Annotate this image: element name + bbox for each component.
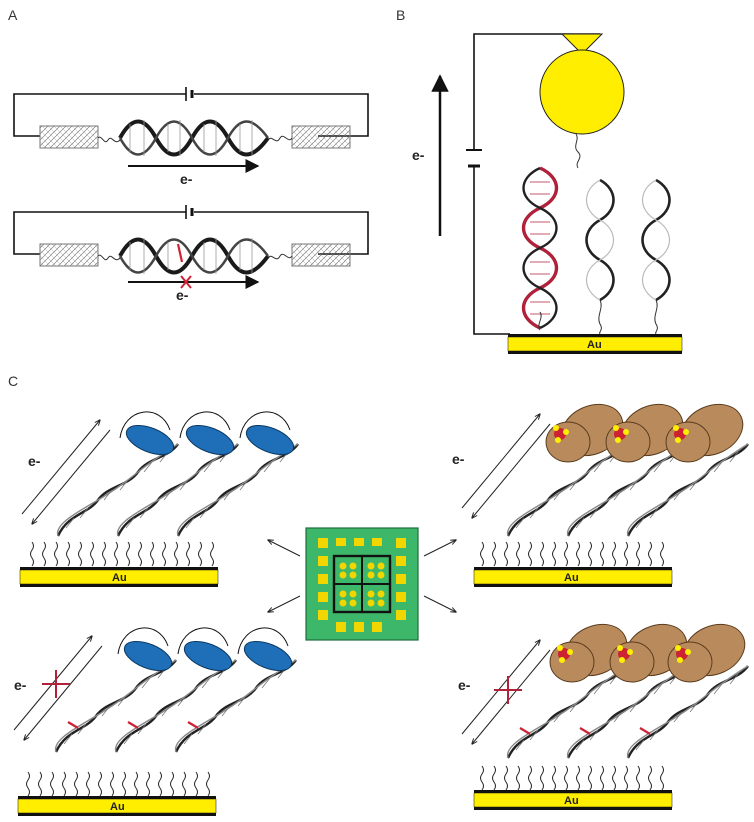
protein-blue-icon — [117, 627, 173, 672]
panel-label-b: B — [396, 7, 405, 23]
protein-tan-icon — [545, 403, 624, 463]
gold-label: Au — [564, 795, 579, 807]
panel-label-c: C — [8, 373, 18, 389]
electron-flow-arrow — [461, 640, 540, 735]
mismatch-mark — [67, 721, 199, 729]
sensor-bottom-right: e- Au — [458, 623, 750, 810]
electron-flow-arrow — [461, 414, 540, 509]
dna-single-strand — [641, 178, 671, 302]
sensor-top-left: e- Au — [19, 411, 300, 587]
protein-blue-icon — [179, 411, 235, 456]
nanotube-left — [39, 243, 99, 267]
protein-blue-icon — [237, 627, 293, 672]
gold-label: Au — [564, 572, 579, 584]
protein-blue-icon — [177, 627, 233, 672]
chip-arrow — [268, 540, 301, 557]
gold-label: Au — [110, 801, 125, 813]
sensor-bottom-left: e- Au — [13, 627, 298, 816]
panel-label-a: A — [8, 7, 18, 23]
chip-arrow — [423, 595, 456, 612]
sensor-chip — [305, 527, 419, 641]
mismatch-mark — [519, 727, 651, 735]
electron-label: e- — [28, 453, 41, 469]
circuit-intact: e- — [13, 87, 369, 187]
dna-duplex-mismatch — [118, 237, 270, 275]
nanotube-right — [291, 243, 351, 267]
panel-b: e- Au — [412, 33, 683, 354]
dna-single-strand — [585, 178, 615, 302]
chip-arrow — [423, 540, 456, 557]
gold-label: Au — [587, 339, 602, 351]
nanotube-right — [291, 125, 351, 149]
blocked-cross-icon — [42, 670, 70, 698]
chip-arrow — [268, 595, 301, 612]
circuit-mismatch: e- — [13, 205, 369, 303]
redox-reporter-icon — [560, 33, 604, 55]
dna-hybridized — [522, 166, 558, 330]
dna-duplex — [118, 119, 270, 157]
electron-label: e- — [180, 171, 193, 187]
mismatch-mark — [176, 243, 184, 263]
blocked-cross-icon — [180, 275, 192, 289]
electron-label: e- — [452, 451, 465, 467]
electron-label: e- — [176, 287, 189, 303]
protein-tan-icon — [665, 403, 744, 463]
blocked-cross-icon — [494, 676, 522, 704]
nanotube-left — [39, 125, 99, 149]
sensor-top-right: e- Au — [452, 403, 750, 587]
gold-label: Au — [112, 572, 127, 584]
protein-blue-icon — [119, 411, 175, 456]
protein-blue-icon — [239, 411, 295, 456]
electron-label: e- — [412, 147, 425, 163]
protein-tan-icon — [667, 623, 746, 683]
gold-nanoparticle — [539, 49, 625, 135]
electron-label: e- — [14, 677, 27, 693]
electron-flow-arrow — [21, 420, 100, 515]
electron-label: e- — [458, 677, 471, 693]
